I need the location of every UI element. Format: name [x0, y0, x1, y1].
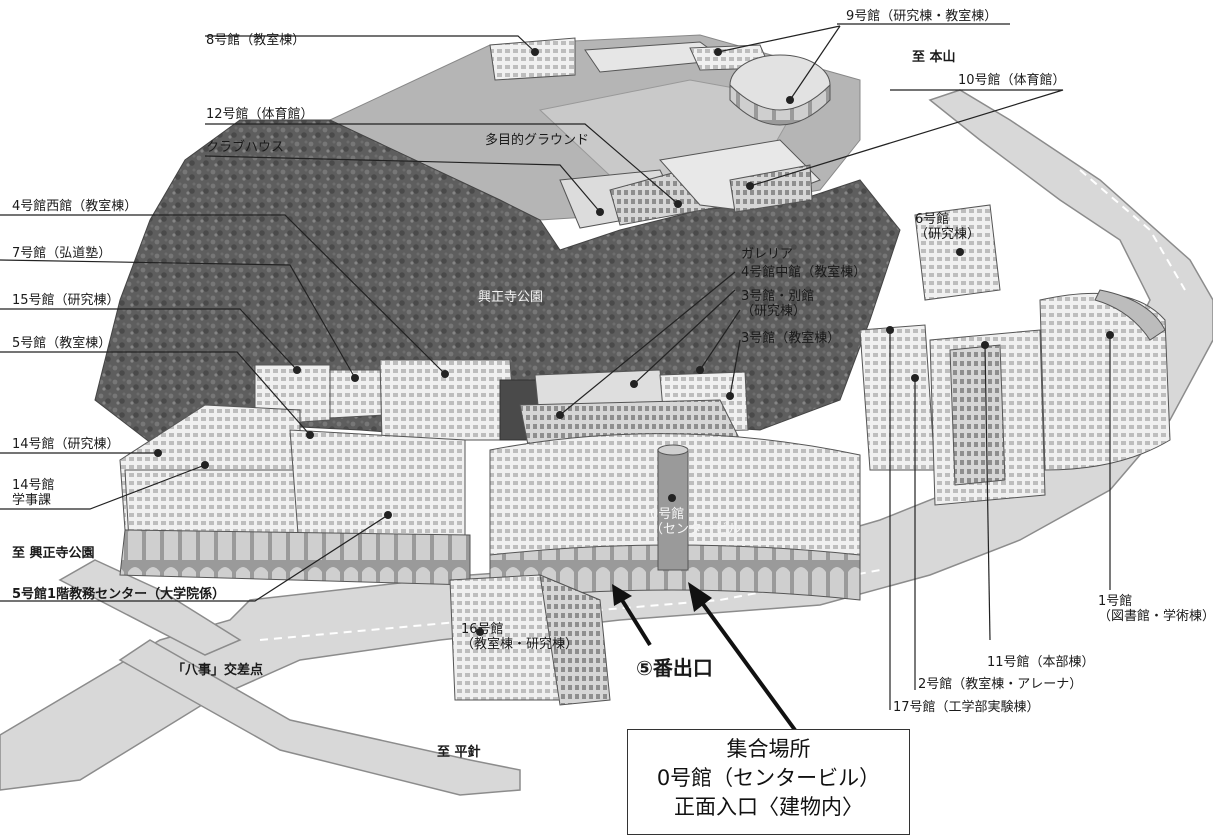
label-building-17: 17号館（工学部実験棟）	[893, 700, 1040, 715]
label-building-15: 15号館（研究棟）	[12, 293, 120, 308]
label-hachiji-intersection: 「八事」交差点	[172, 663, 264, 678]
label-building-4-center: 4号館中館（教室棟）	[741, 265, 867, 280]
label-building-6: 6号館 （研究棟）	[915, 212, 981, 242]
assembly-title: 集合場所	[726, 737, 811, 761]
label-building-10: 10号館（体育館）	[958, 73, 1066, 88]
label-building-0: 0号館 （センタービル）	[650, 507, 755, 537]
exit-5-label: ⑤番出口	[636, 656, 713, 680]
label-building-12: 12号館（体育館）	[206, 107, 314, 122]
label-building-3-annex: 3号館・別館 （研究棟）	[741, 289, 815, 319]
label-clubhouse: クラブハウス	[206, 140, 285, 155]
assembly-arrow	[688, 582, 797, 732]
label-building-11: 11号館（本部棟）	[987, 655, 1095, 670]
label-galleria: ガレリア	[741, 247, 794, 262]
building-markers	[154, 48, 1114, 636]
label-multipurpose-ground: 多目的グラウンド	[485, 133, 590, 148]
exit-arrow	[612, 584, 652, 647]
assembly-point-box: 集合場所 0号館（センタービル） 正面入口〈建物内〉	[627, 729, 910, 835]
assembly-entrance: 正面入口〈建物内〉	[674, 795, 863, 819]
label-building-14: 14号館（研究棟）	[12, 437, 120, 452]
label-building-2: 2号館（教室棟・アレーナ）	[918, 677, 1083, 692]
label-building-5-academic-center: 5号館1階教務センター（大学院係）	[12, 587, 226, 602]
assembly-building: 0号館（センタービル）	[656, 766, 881, 790]
label-to-koshoji-park: 至 興正寺公園	[12, 546, 95, 561]
label-building-1: 1号館 （図書館・学術棟）	[1098, 594, 1213, 624]
label-koshoji-park: 興正寺公園	[478, 290, 544, 305]
label-building-16: 16号館 （教室棟・研究棟）	[461, 622, 579, 652]
label-building-5: 5号館（教室棟）	[12, 336, 112, 351]
label-building-9: 9号館（研究棟・教室棟）	[846, 9, 998, 24]
label-to-motoyama: 至 本山	[912, 50, 956, 65]
label-to-hiraabari: 至 平針	[437, 745, 481, 760]
label-building-8: 8号館（教室棟）	[206, 33, 306, 48]
label-building-7: 7号館（弘道塾）	[12, 246, 112, 261]
label-building-14-office: 14号館 学事課	[12, 478, 55, 508]
label-building-3: 3号館（教室棟）	[741, 331, 841, 346]
leader-lines	[0, 23, 1111, 710]
buildings	[119, 37, 1171, 706]
label-building-4-west: 4号館西館（教室棟）	[12, 199, 138, 214]
